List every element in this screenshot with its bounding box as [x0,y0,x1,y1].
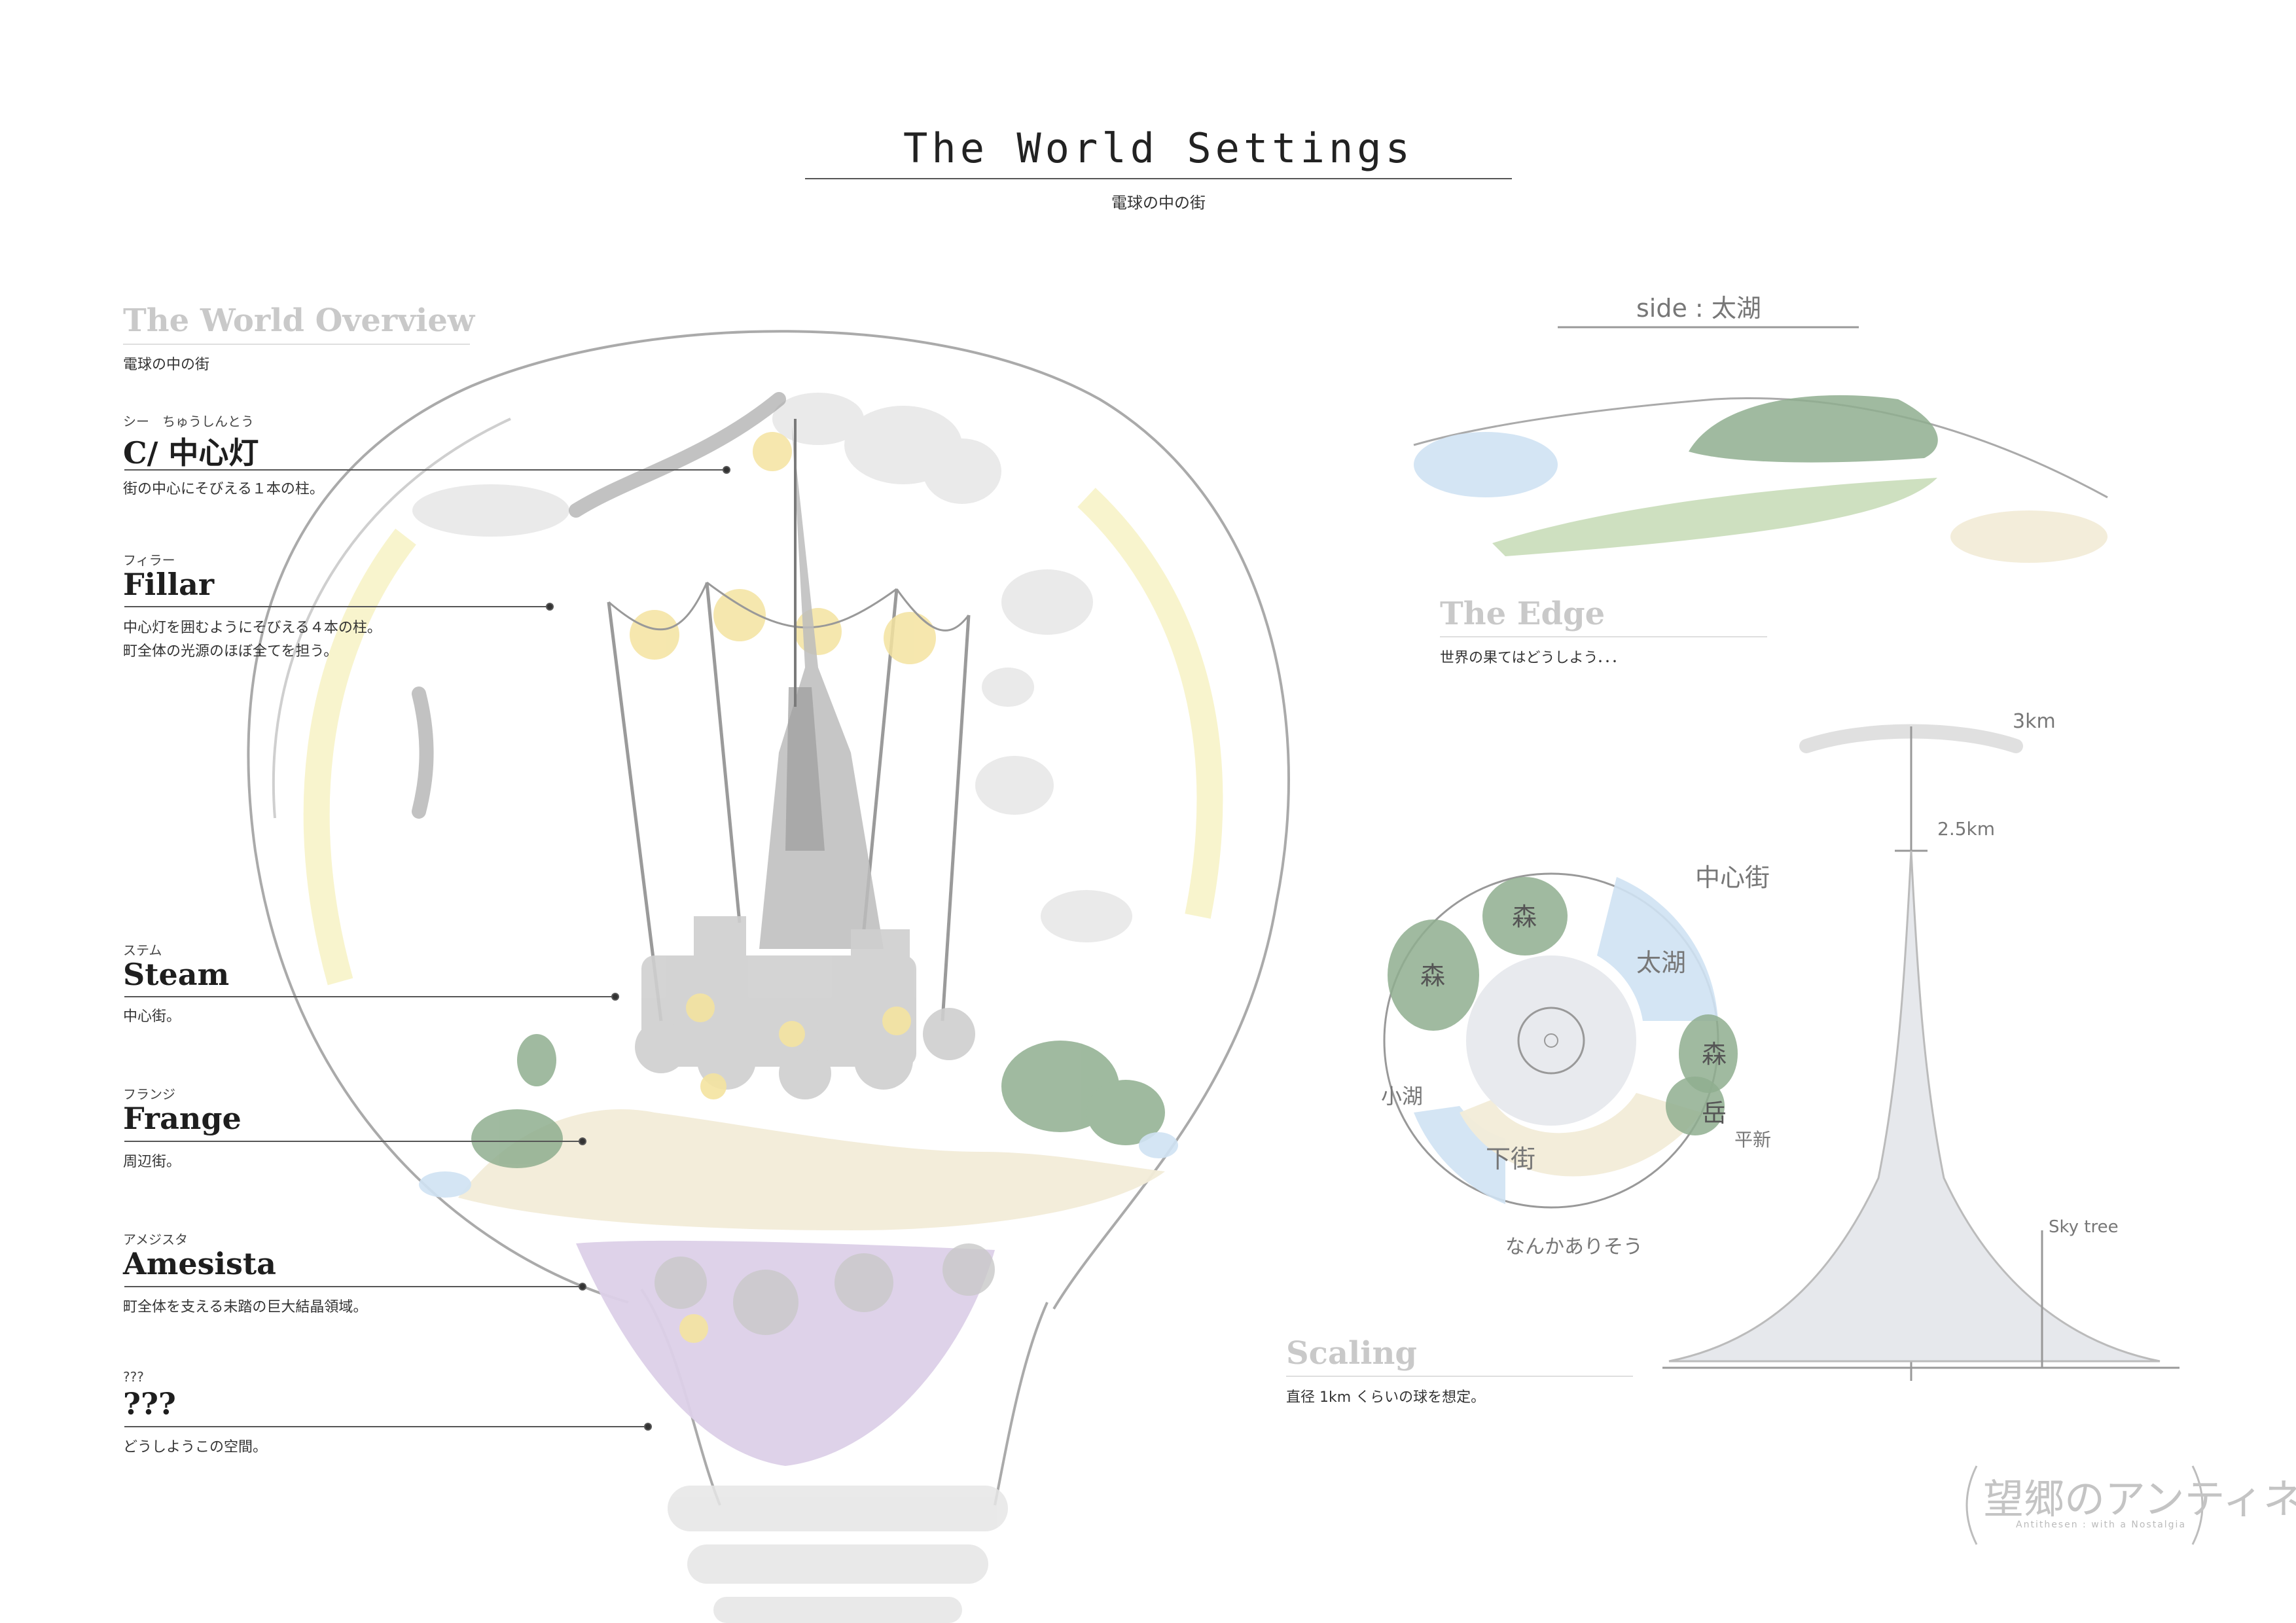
callout-ruby: ステム [123,942,162,958]
map-label: 森 [1420,961,1446,990]
central-tower [759,419,884,949]
scaling-rule [1286,1376,1633,1377]
map-label: 平新 [1734,1129,1772,1150]
scaling-description: 直径 1km くらいの球を想定。 [1286,1389,1486,1406]
bulb-glow [303,488,1223,986]
callout-description: 周辺街。 [123,1154,181,1170]
callout-description: 街の中心にそびえる１本の柱。 [123,481,324,497]
map-label: なんかありそう [1505,1236,1643,1258]
map-label: 森 [1512,902,1537,931]
logo-text: 望郷のアンティネン [1983,1475,2296,1523]
scale-mark: Sky tree [2049,1217,2119,1237]
sky-streaks [412,392,786,819]
scaling-sketch [1662,724,2179,1381]
map-label: 小湖 [1381,1084,1424,1109]
callout-ruby: フランジ [123,1086,175,1102]
top-down-map [1383,872,1738,1209]
callout-description: どうしようこの空間。 [123,1439,268,1455]
callout-label: Steam [123,957,230,992]
pillar-lights [630,432,936,664]
callout-ruby: フィラー [123,552,175,568]
overview-description: 電球の中の街 [123,357,210,373]
overview-rule [123,344,470,345]
bulb-base [668,1486,1008,1623]
title-divider [805,178,1512,179]
logo-frame [1965,1465,2204,1545]
page-title: The World Settings [903,124,1414,172]
logo-tagline: Antithesen : with a Nostalgia [2016,1520,2187,1530]
callout-description: 中心街。 [123,1008,181,1025]
forest-patches [471,1034,1165,1168]
side-view-note: side : 太湖 [1636,294,1761,323]
callout-label: Fillar [123,567,215,602]
scale-mark: 2.5km [1937,818,1996,840]
edge-heading: The Edge [1440,596,1605,632]
city-lights [686,993,911,1099]
lake-edge [419,1132,1178,1198]
callout-label: Frange [123,1101,242,1136]
map-label: 岳 [1702,1099,1727,1128]
outer-town [458,1109,1165,1230]
callout-label: Amesista [123,1246,276,1281]
map-label: 太湖 [1636,948,1687,977]
page-subtitle: 電球の中の街 [1111,194,1206,212]
callout-description: 中心灯を囲むようにそびえる４本の柱。 町全体の光源のほぼ全てを担う。 [123,620,382,660]
callout-description: 町全体を支える未踏の巨大結晶領域。 [123,1299,368,1315]
atmosphere-blobs [412,393,1132,942]
callout-ruby: アメジスタ [123,1232,188,1247]
callout-ruby: シー ちゅうしんとう [123,414,254,429]
scale-mark: 3km [2013,710,2056,733]
side-view-sketch [1413,326,2108,563]
overview-heading: The World Overview [123,302,475,339]
bulb-outline [247,330,1290,1506]
edge-rule [1440,636,1767,637]
crystal-region [576,1240,995,1466]
callout-label: C/ 中心灯 [123,435,259,471]
map-label: 下街 [1486,1145,1536,1173]
edge-description: 世界の果てはどうしよう．．． [1440,650,1626,666]
callout-lines [124,466,730,1431]
scaling-heading: Scaling [1286,1335,1417,1372]
callout-ruby: ??? [123,1369,144,1385]
callout-label: ??? [123,1386,176,1421]
map-label: 中心街 [1695,863,1770,892]
map-label: 森 [1702,1040,1727,1069]
city-blocks [635,916,975,1099]
